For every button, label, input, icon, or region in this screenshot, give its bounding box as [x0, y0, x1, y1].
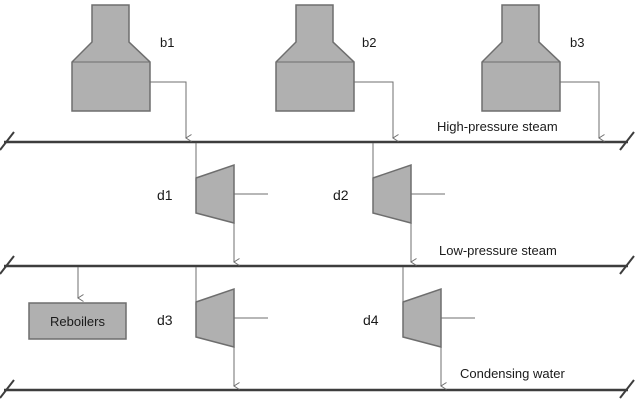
reboilers-label: Reboilers	[50, 314, 105, 329]
header-label-low-pressure: Low-pressure steam	[439, 243, 557, 258]
condensing-water-header	[0, 379, 635, 399]
turbine-d1	[195, 143, 268, 266]
turbine-label-d4: d4	[363, 312, 379, 328]
turbine-d3	[195, 267, 268, 390]
turbine-label-d2: d2	[333, 187, 349, 203]
reboilers-box	[28, 267, 127, 340]
turbine-label-d3: d3	[157, 312, 173, 328]
boiler-label-b3: b3	[570, 35, 584, 50]
boiler-b1	[71, 4, 192, 142]
boiler-b3	[481, 4, 605, 142]
boiler-b2	[275, 4, 399, 142]
turbine-d4	[402, 267, 475, 390]
turbine-label-d1: d1	[157, 187, 173, 203]
header-label-condensing-water: Condensing water	[460, 366, 565, 381]
boiler-label-b1: b1	[160, 35, 174, 50]
high-pressure-header	[0, 131, 635, 151]
turbine-d2	[372, 143, 445, 266]
header-label-high-pressure: High-pressure steam	[437, 119, 558, 134]
low-pressure-header	[0, 255, 635, 275]
boiler-label-b2: b2	[362, 35, 376, 50]
